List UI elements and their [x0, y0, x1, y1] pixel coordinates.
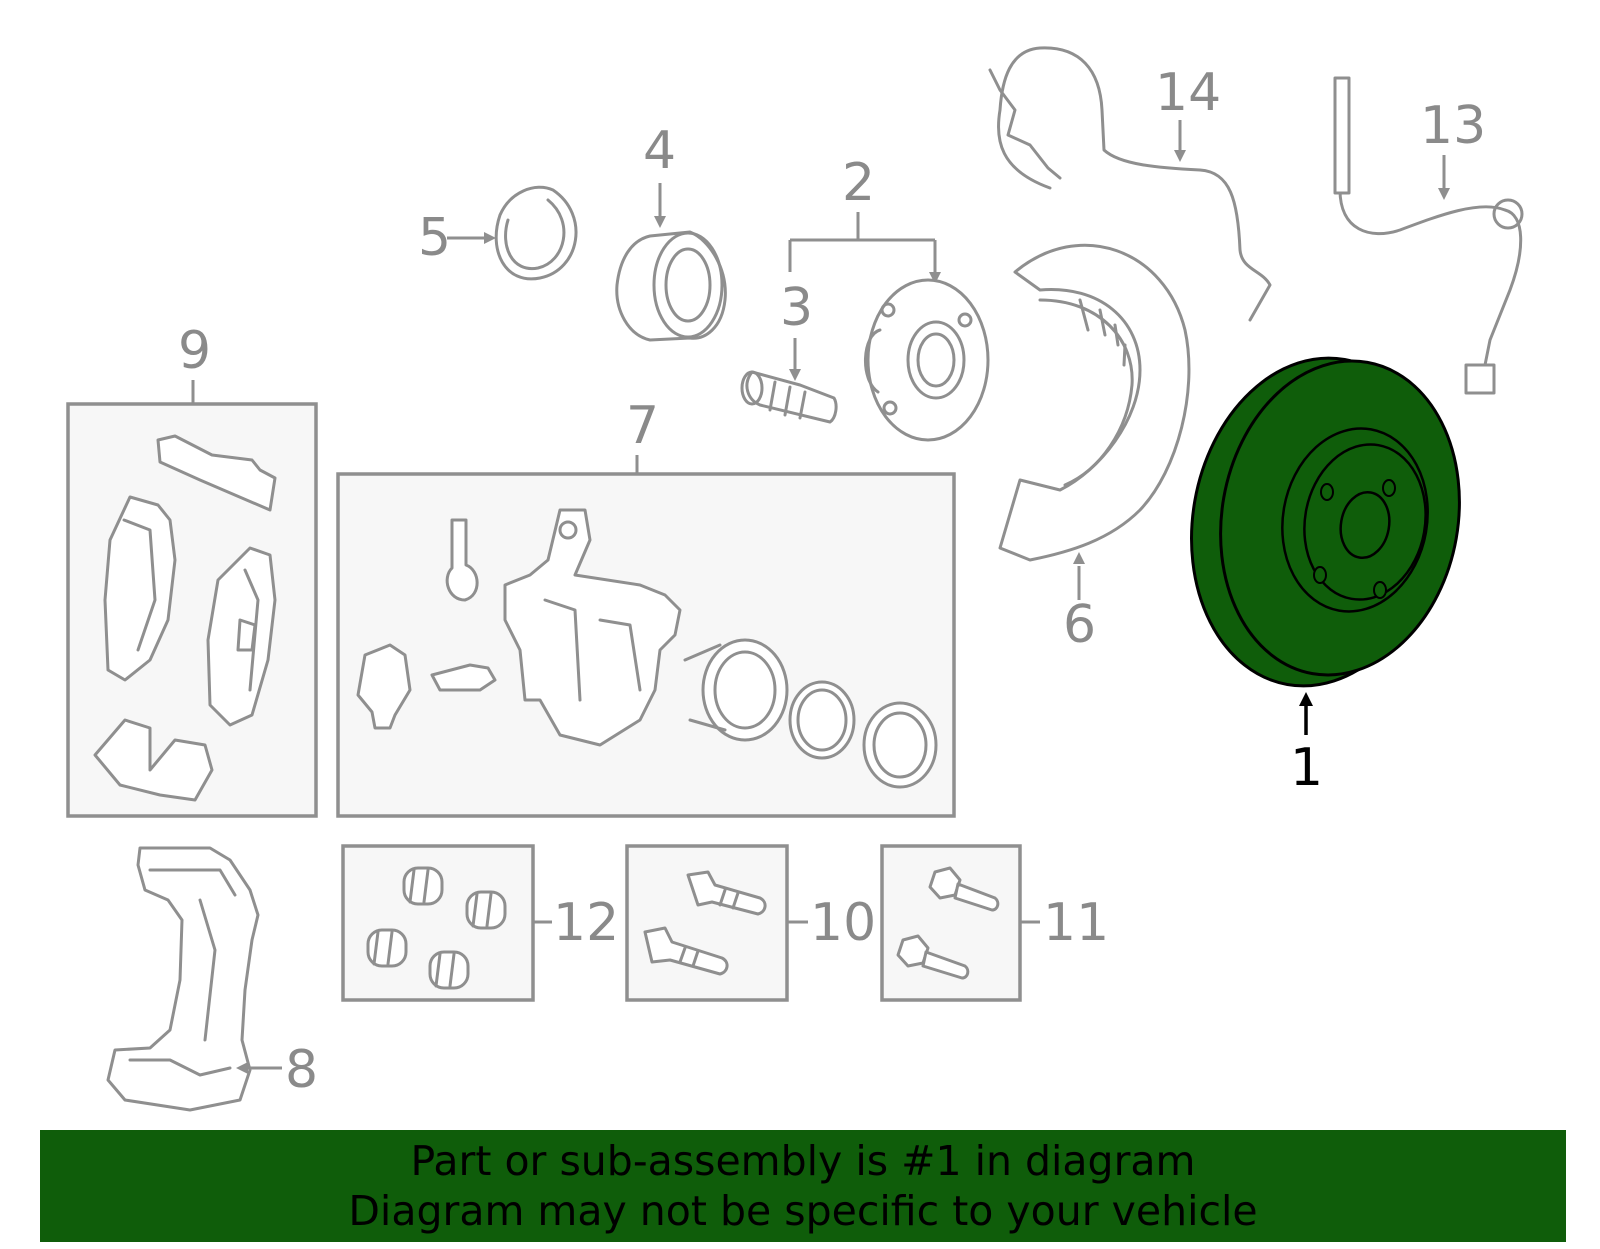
callout-6[interactable]: 6 [1063, 595, 1096, 655]
snap-ring-part[interactable] [494, 185, 578, 281]
brake-pads-part [93, 434, 277, 802]
callout-2[interactable]: 2 [842, 153, 875, 213]
callout-5[interactable]: 5 [418, 208, 451, 268]
brake-caliper-part [356, 508, 938, 789]
banner-line-1: Part or sub-assembly is #1 in diagram [410, 1137, 1196, 1185]
banner-background [40, 1130, 1566, 1242]
info-banner: Part or sub-assembly is #1 in diagram Di… [40, 1130, 1566, 1242]
wheel-stud-part[interactable] [740, 370, 838, 424]
abs-sensor-wire-14[interactable] [988, 46, 1272, 322]
brake-rotor-part-1[interactable] [1166, 338, 1483, 706]
bracket-bolts-part [896, 866, 1000, 980]
callout-1[interactable]: 1 [1290, 738, 1323, 798]
wheel-hub-part[interactable] [864, 278, 990, 442]
wheel-bearing-part[interactable] [615, 230, 727, 342]
callout-10[interactable]: 10 [810, 893, 876, 953]
leader-2 [788, 212, 937, 278]
guide-pins-part [643, 870, 767, 976]
callout-13[interactable]: 13 [1420, 96, 1486, 156]
callout-4[interactable]: 4 [643, 121, 676, 181]
guide-pins-box[interactable] [625, 844, 789, 1002]
brake-hose-13[interactable] [1333, 76, 1524, 395]
caliper-bracket-part[interactable] [106, 846, 260, 1112]
splash-shield-part[interactable] [998, 243, 1191, 562]
callout-8[interactable]: 8 [285, 1040, 318, 1100]
callout-11[interactable]: 11 [1043, 893, 1109, 953]
callout-12[interactable]: 12 [553, 893, 619, 953]
callout-14[interactable]: 14 [1155, 63, 1221, 123]
callout-7[interactable]: 7 [626, 396, 659, 456]
pin-bushings-part [366, 866, 507, 990]
callout-9[interactable]: 9 [178, 321, 211, 381]
callout-3[interactable]: 3 [780, 278, 813, 338]
banner-line-2: Diagram may not be specific to your vehi… [348, 1187, 1258, 1235]
